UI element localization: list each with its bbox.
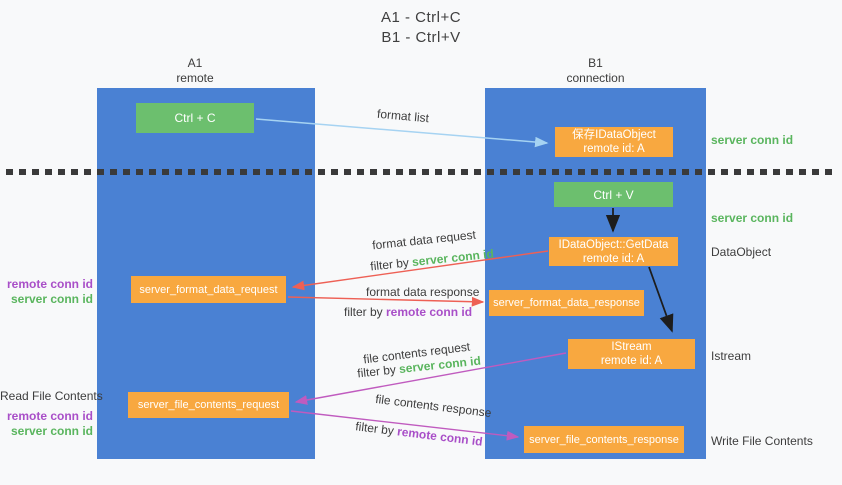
file-contents-response-text: file contents response — [374, 391, 493, 421]
ctrl-v-label: Ctrl + V — [593, 187, 634, 202]
format-request-label: server_format_data_request — [139, 283, 278, 296]
left-conn-id-pair-2: remote conn id server conn id — [0, 409, 93, 439]
title-line-a1: A1 - Ctrl+C — [380, 9, 462, 26]
server-conn-id-text: server conn id — [711, 211, 794, 225]
ctrl-c-label: Ctrl + C — [174, 111, 216, 125]
read-file-contents-text: Read File Contents — [0, 389, 103, 403]
session-divider-dotted-line — [6, 169, 836, 175]
istream-line1: IStream — [611, 341, 652, 353]
diagram-title: A1 - Ctrl+C B1 - Ctrl+V — [0, 8, 842, 48]
write-file-contents-text: Write File Contents — [711, 434, 813, 448]
read-file-contents-label: Read File Contents — [0, 389, 103, 404]
istream-text: Istream — [711, 349, 752, 363]
lane-a-header: A1 remote — [97, 56, 293, 86]
node-server-file-contents-response: server_file_contents_response — [524, 426, 684, 453]
lane-b-name: B1 — [588, 56, 603, 70]
file-contents-response-caption: file contents response — [375, 392, 493, 420]
filter-by-remote-conn-id-caption-2: filter by remote conn id — [355, 419, 484, 448]
save-idataobject-line2: remote id: A — [583, 143, 645, 155]
file-response-label: server_file_contents_response — [529, 433, 679, 446]
format-data-request-text: format data request — [371, 227, 477, 253]
filter-by-remote-conn-id-caption-1: filter by remote conn id — [344, 305, 472, 319]
filter-by-text: filter by — [356, 362, 400, 381]
node-server-format-data-request: server_format_data_request — [131, 276, 286, 303]
remote-conn-id-label: remote conn id — [6, 277, 93, 291]
format-list-text: format list — [376, 106, 430, 126]
format-response-label: server_format_data_response — [493, 297, 640, 309]
getdata-line1: IDataObject::GetData — [558, 238, 669, 251]
node-server-file-contents-request: server_file_contents_request — [128, 392, 289, 418]
node-idataobject-getdata: IDataObject::GetData remote id: A — [549, 237, 678, 266]
dataobject-label: DataObject — [711, 245, 771, 260]
lane-a-name: A1 — [187, 56, 203, 70]
format-list-caption: format list — [376, 107, 429, 125]
remote-conn-id-label: remote conn id — [6, 409, 93, 423]
getdata-line2: remote id: A — [582, 252, 645, 265]
left-conn-id-pair-1: remote conn id server conn id — [0, 277, 93, 307]
istream-label: Istream — [711, 349, 751, 364]
server-conn-id-label-top: server conn id — [711, 133, 793, 148]
server-conn-id-text: server conn id — [711, 133, 794, 147]
node-ctrl-c: Ctrl + C — [136, 103, 254, 133]
file-request-label: server_file_contents_request — [137, 399, 280, 411]
node-istream: IStream remote id: A — [568, 339, 695, 369]
node-ctrl-v: Ctrl + V — [554, 182, 673, 207]
filter-by-text: filter by — [369, 255, 413, 274]
server-conn-id-label: server conn id — [10, 424, 93, 438]
format-data-response-text: format data response — [366, 285, 480, 299]
server-conn-id-text: server conn id — [411, 246, 495, 270]
dataobject-text: DataObject — [711, 245, 772, 259]
server-conn-id-label-mid: server conn id — [711, 211, 793, 226]
write-file-contents-label: Write File Contents — [711, 434, 813, 449]
format-data-response-caption: format data response — [366, 285, 479, 299]
filter-by-text: filter by — [344, 305, 387, 319]
filter-by-text: filter by — [354, 419, 399, 439]
server-conn-id-label: server conn id — [10, 292, 93, 306]
format-data-request-caption: format data request — [372, 228, 477, 253]
lane-a-subtitle: remote — [176, 71, 214, 85]
remote-conn-id-text: remote conn id — [396, 424, 484, 449]
istream-line2: remote id: A — [600, 355, 663, 367]
node-save-idataobject: 保存IDataObject remote id: A — [555, 127, 673, 157]
lane-b-subtitle: connection — [566, 71, 625, 85]
title-line-b1: B1 - Ctrl+V — [381, 29, 461, 46]
remote-conn-id-text: remote conn id — [386, 305, 473, 319]
node-server-format-data-response: server_format_data_response — [489, 290, 644, 316]
lane-b-header: B1 connection — [485, 56, 706, 86]
save-idataobject-line1: 保存IDataObject — [572, 129, 656, 141]
